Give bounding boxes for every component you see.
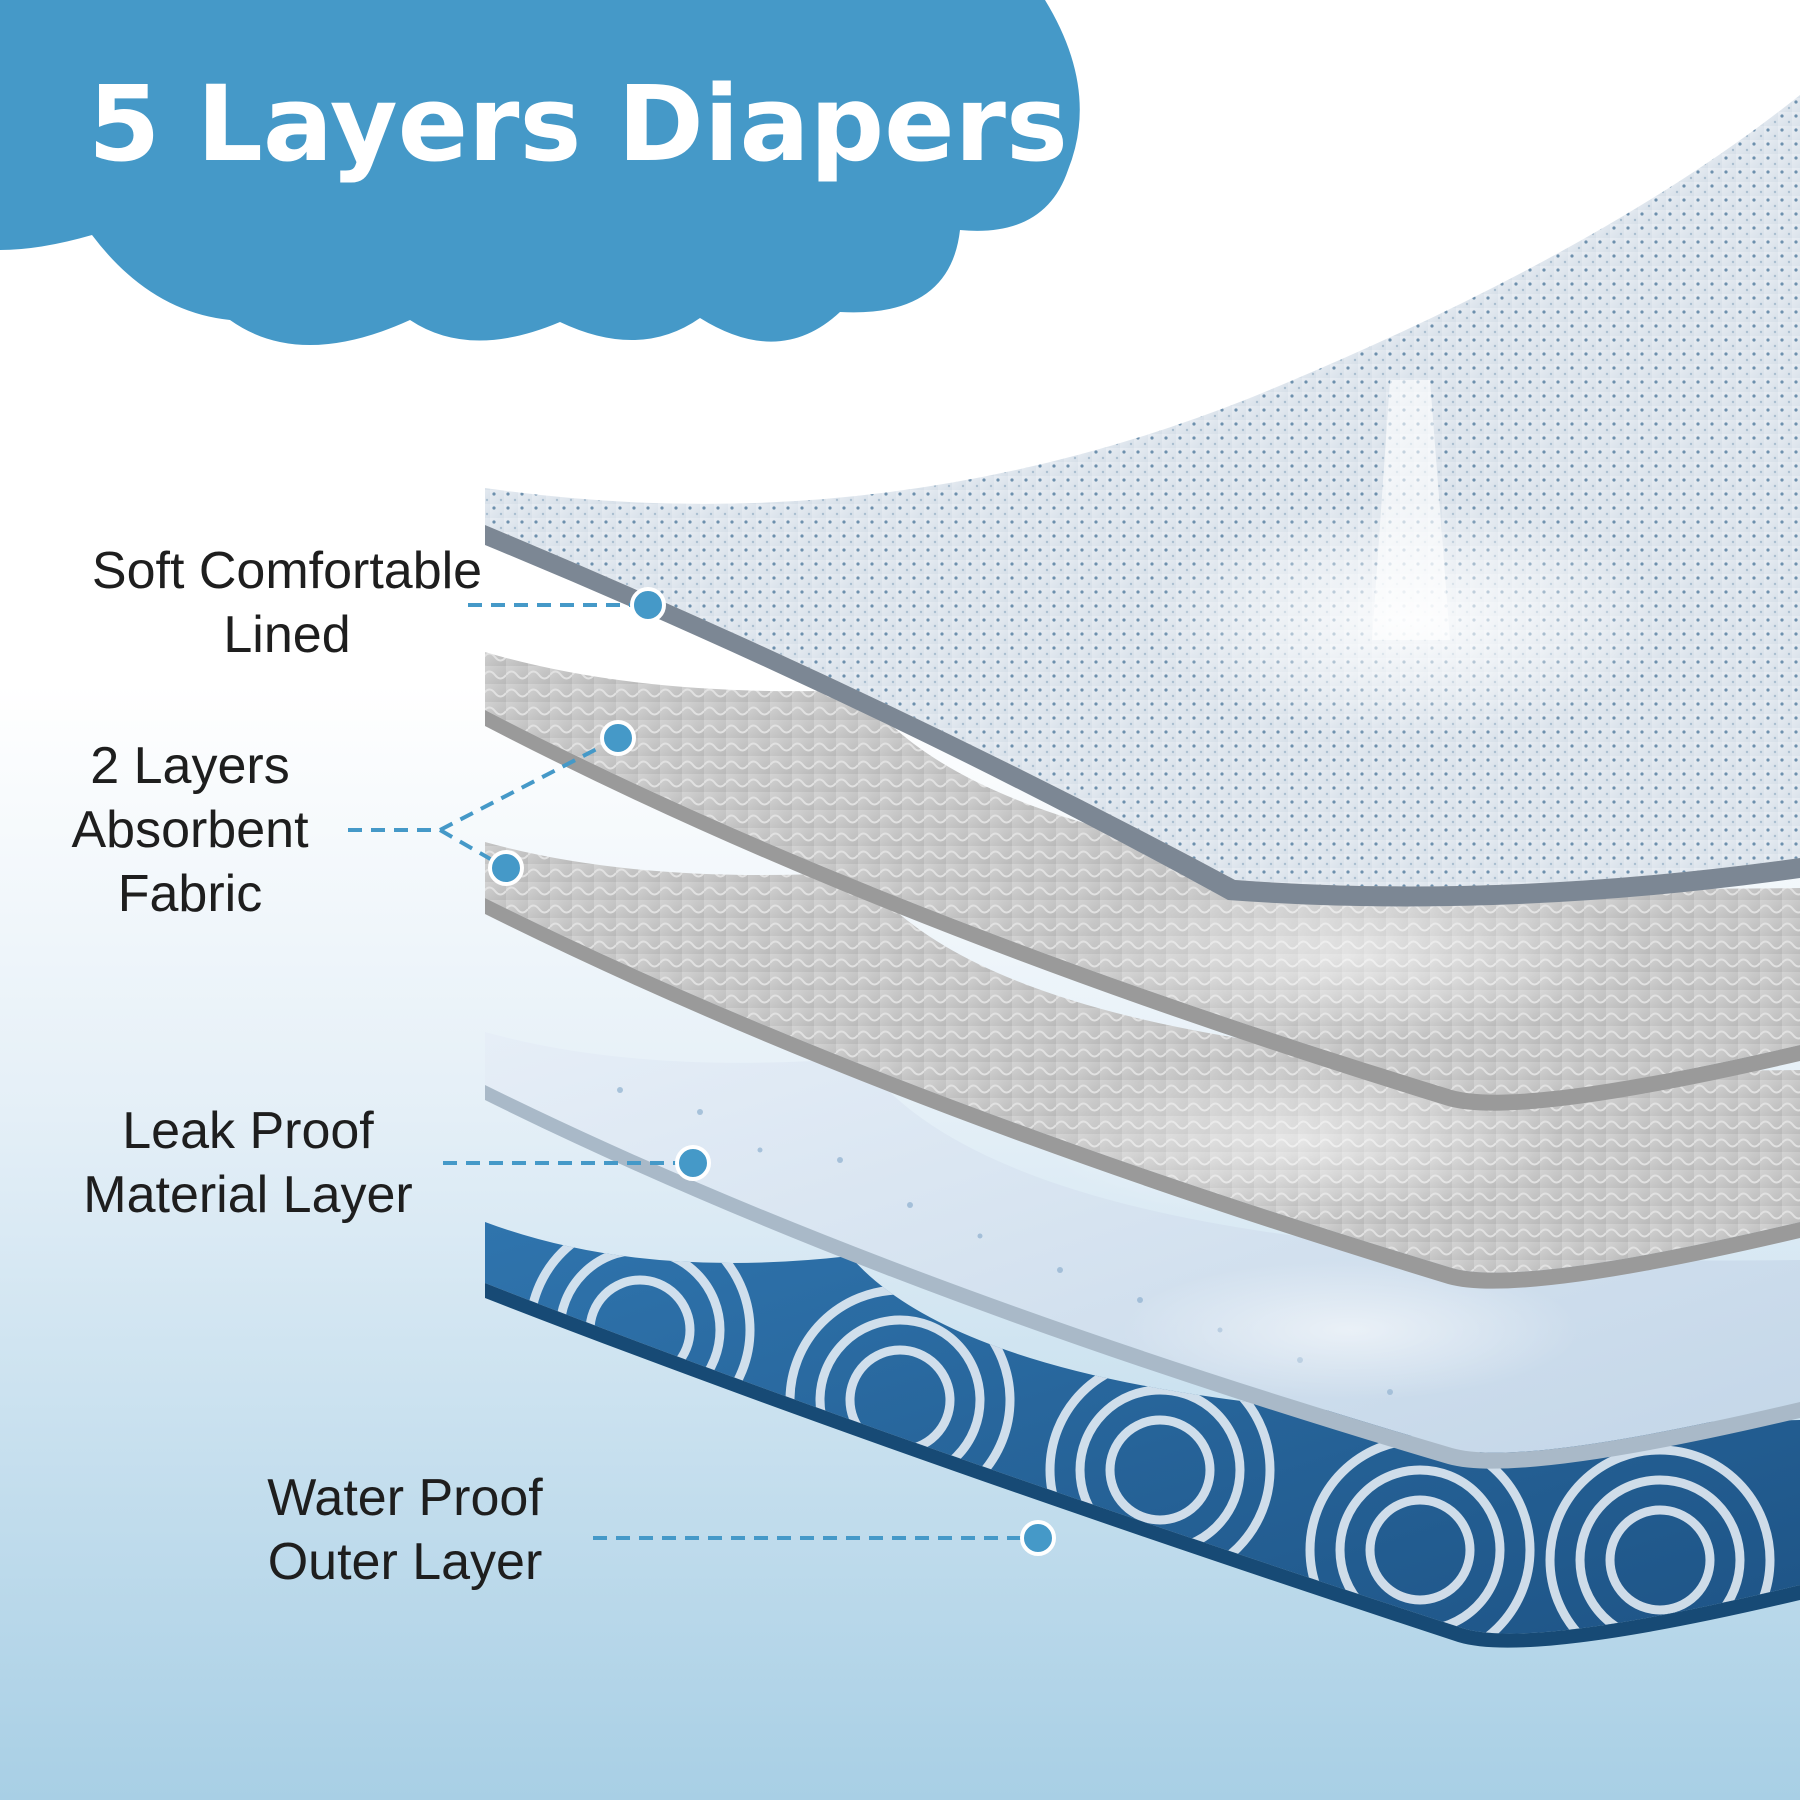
page-title: 5 Layers Diapers: [88, 63, 1068, 185]
leak-proof-material-layer: [485, 1032, 1800, 1469]
label-absorb-line1: 2 Layers: [90, 737, 289, 795]
label-soft-line1: Soft Comfortable: [92, 542, 482, 600]
label-water-proof-outer-layer: Water Proof Outer Layer: [267, 1469, 1056, 1591]
label-leak-line1: Leak Proof: [122, 1102, 374, 1160]
soft-top-sheet-layer: [485, 95, 1800, 907]
leader-line-absorb-upper: [439, 736, 619, 832]
label-absorb-line2: Absorbent: [71, 801, 309, 859]
cloud-banner: [0, 0, 1080, 345]
marker-dot-absorb-upper: [600, 720, 636, 756]
label-leak-line2: Material Layer: [83, 1166, 412, 1224]
marker-dot-soft: [630, 587, 666, 623]
label-absorbent-fabric: 2 Layers Absorbent Fabric: [71, 720, 636, 923]
label-soft-comfortable-lined: Soft Comfortable Lined: [92, 542, 666, 664]
label-water-line2: Outer Layer: [268, 1533, 543, 1591]
label-water-line1: Water Proof: [267, 1469, 543, 1527]
leader-line-absorb-lower: [439, 828, 507, 870]
marker-dot-absorb-lower: [488, 850, 524, 886]
water-proof-outer-layer: [485, 1222, 1800, 1648]
label-absorb-line3: Fabric: [118, 865, 262, 923]
label-soft-line2: Lined: [223, 606, 350, 664]
marker-dot-leak: [675, 1145, 711, 1181]
absorbent-layer-upper: [485, 652, 1800, 1111]
label-leak-proof-material-layer: Leak Proof Material Layer: [83, 1102, 711, 1224]
marker-dot-water: [1020, 1520, 1056, 1556]
